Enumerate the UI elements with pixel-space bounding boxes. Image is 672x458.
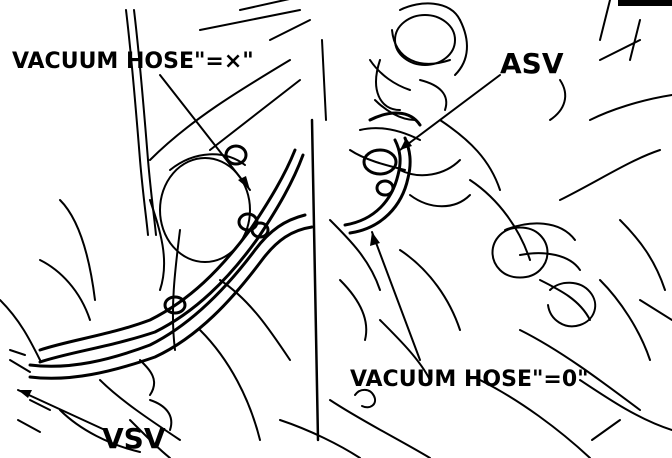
asv-arrowhead bbox=[400, 138, 412, 150]
corner-tab bbox=[618, 0, 672, 6]
arrowheads bbox=[18, 138, 412, 398]
hose-x-arrowhead bbox=[238, 176, 250, 190]
asv-hose-lines bbox=[343, 111, 422, 235]
leader-lines bbox=[17, 74, 501, 431]
vacuum-hose-x-label: VACUUM HOSE"=×" bbox=[12, 49, 254, 74]
asv-leader bbox=[399, 74, 501, 151]
asv-label: ASV bbox=[500, 47, 564, 80]
vacuum-hose-0-label: VACUUM HOSE"=0" bbox=[350, 367, 589, 392]
vsv-leader bbox=[17, 389, 106, 431]
hose-0-leader bbox=[371, 231, 421, 361]
vsv-label: VSV bbox=[102, 422, 166, 455]
vacuum-hose-lines bbox=[28, 144, 314, 380]
hose-x-leader bbox=[159, 74, 251, 191]
vsv-arrowhead bbox=[18, 390, 32, 398]
hose-0-arrowhead bbox=[370, 232, 380, 246]
